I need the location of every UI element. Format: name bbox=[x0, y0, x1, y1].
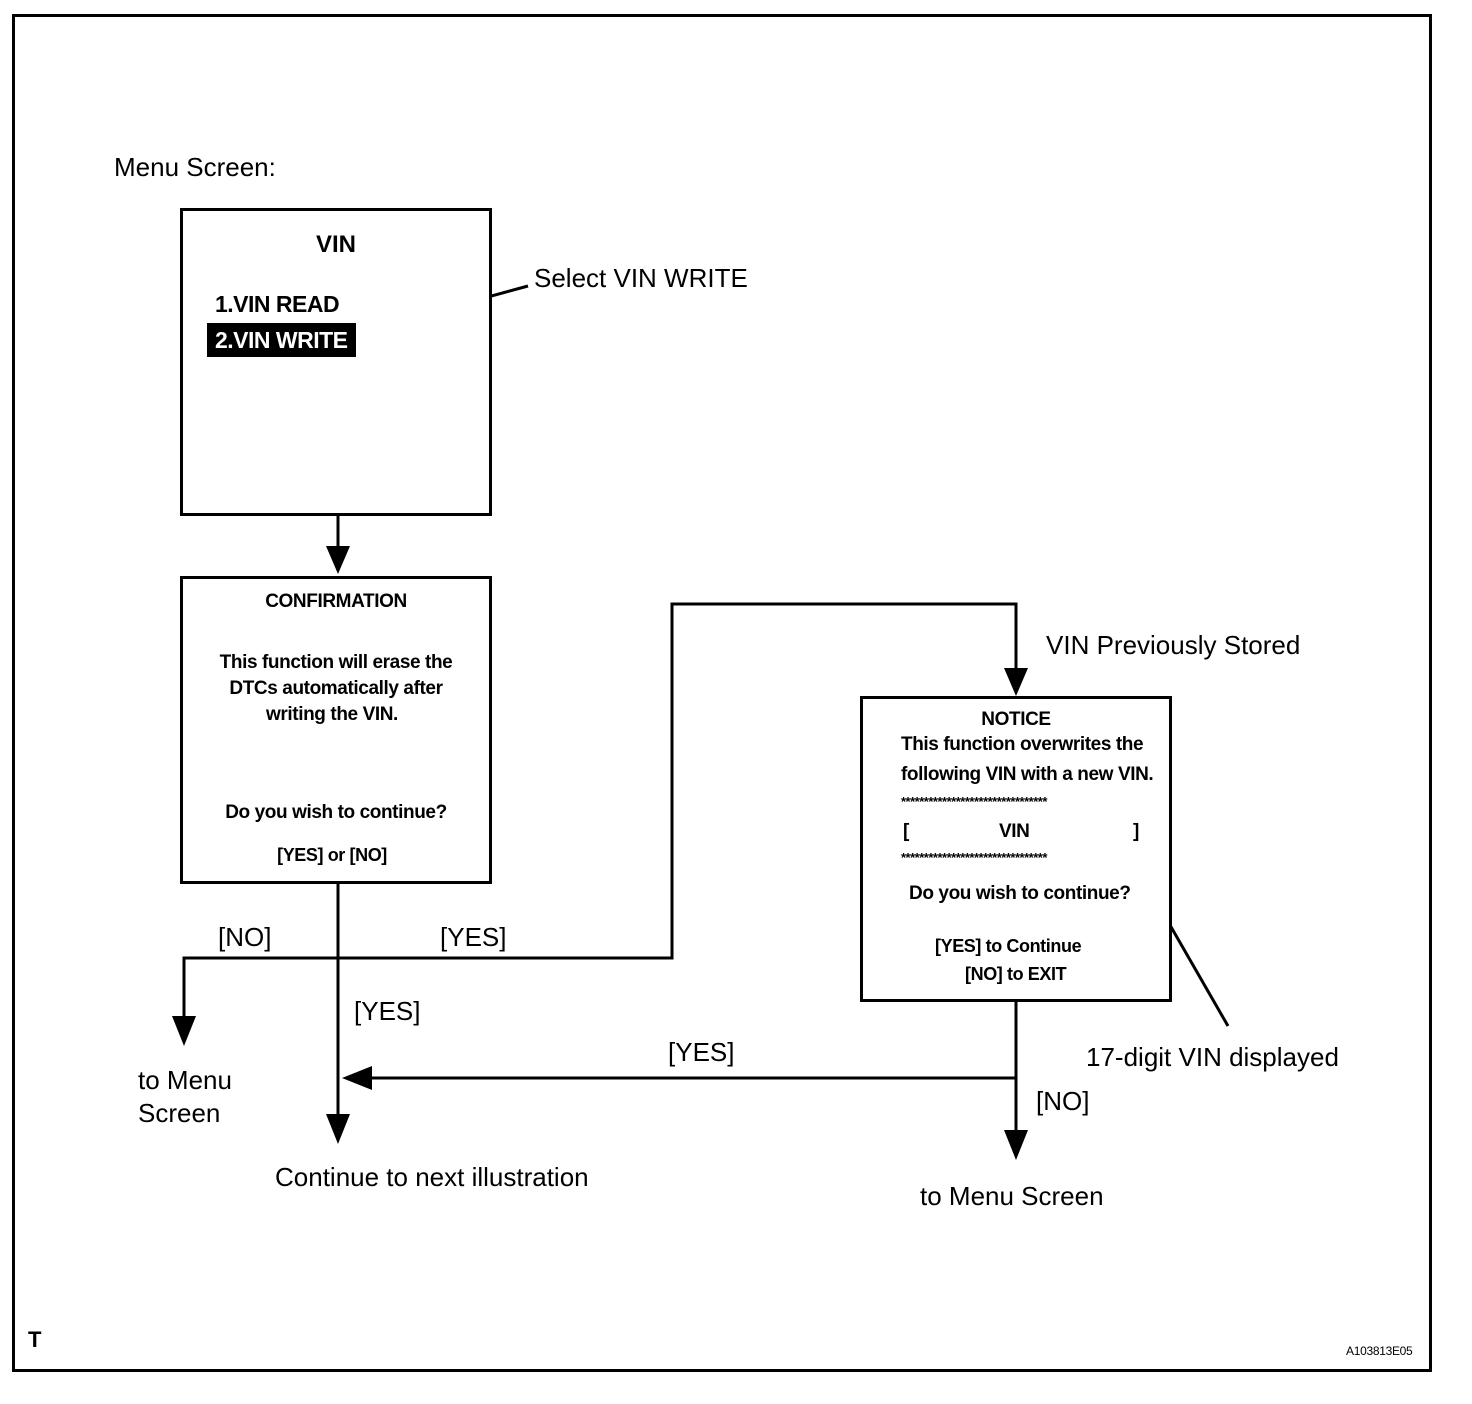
notice-stars-top: ******************************** bbox=[901, 794, 1047, 809]
notice-line1: This function overwrites the bbox=[901, 734, 1144, 755]
vin-menu-box: VIN 1.VIN READ 2.VIN WRITE bbox=[180, 208, 492, 516]
confirmation-line3: writing the VIN. bbox=[266, 704, 398, 725]
notice-yes-option[interactable]: [YES] to Continue bbox=[935, 936, 1082, 956]
corner-mark: T bbox=[28, 1327, 42, 1352]
figure-id: A103813E05 bbox=[1346, 1344, 1413, 1358]
menu-screen-label: Menu Screen: bbox=[114, 152, 276, 182]
arrowhead-to-menu-left bbox=[172, 1016, 196, 1046]
to-menu-screen-right: to Menu Screen bbox=[920, 1181, 1104, 1211]
confirmation-line2: DTCs automatically after bbox=[229, 678, 443, 699]
yes-label-upper: [YES] bbox=[440, 922, 507, 952]
vin-previously-stored-label: VIN Previously Stored bbox=[1046, 630, 1301, 660]
yes-label-lower: [YES] bbox=[668, 1037, 735, 1067]
no-label-left: [NO] bbox=[218, 922, 272, 952]
confirmation-title: CONFIRMATION bbox=[265, 591, 407, 612]
notice-stars-bottom: ******************************** bbox=[901, 850, 1047, 865]
notice-line2: following VIN with a new VIN. bbox=[901, 764, 1154, 785]
select-vin-write-callout: Select VIN WRITE bbox=[534, 263, 748, 293]
continue-to-next-illustration: Continue to next illustration bbox=[275, 1162, 589, 1192]
confirmation-line1: This function will erase the bbox=[219, 652, 453, 673]
arrowhead-to-confirmation bbox=[326, 546, 350, 574]
menu-item-vin-read[interactable]: 1.VIN READ bbox=[215, 291, 340, 317]
notice-no-option[interactable]: [NO] to EXIT bbox=[965, 964, 1067, 984]
vin-menu-title: VIN bbox=[315, 231, 356, 258]
17-digit-vin-callout: 17-digit VIN displayed bbox=[1086, 1042, 1339, 1072]
confirmation-options[interactable]: [YES] or [NO] bbox=[277, 845, 387, 865]
notice-bracket-right: ] bbox=[1133, 821, 1139, 842]
notice-box: NOTICE This function overwrites the foll… bbox=[860, 696, 1172, 1002]
figure-frame bbox=[12, 14, 1432, 1372]
notice-question: Do you wish to continue? bbox=[909, 883, 1131, 904]
notice-vin: VIN bbox=[999, 821, 1030, 842]
arrowhead-yes-back bbox=[342, 1066, 372, 1090]
connector-yes-to-notice bbox=[338, 602, 1018, 960]
arrowhead-to-continue bbox=[326, 1114, 350, 1144]
notice-title: NOTICE bbox=[981, 709, 1051, 730]
to-menu-screen-left: to Menu Screen bbox=[138, 1065, 232, 1128]
notice-bracket-left: [ bbox=[903, 821, 909, 842]
menu-item-vin-write[interactable]: 2.VIN WRITE bbox=[207, 323, 356, 357]
confirmation-question: Do you wish to continue? bbox=[225, 802, 447, 823]
confirmation-box: CONFIRMATION This function will erase th… bbox=[180, 576, 492, 884]
arrowhead-to-menu-right bbox=[1004, 1130, 1028, 1160]
no-label-right: [NO] bbox=[1036, 1086, 1090, 1116]
yes-label-middle: [YES] bbox=[354, 996, 421, 1026]
arrowhead-to-notice bbox=[1004, 668, 1028, 696]
connector-no-to-menu-left bbox=[182, 956, 338, 1020]
